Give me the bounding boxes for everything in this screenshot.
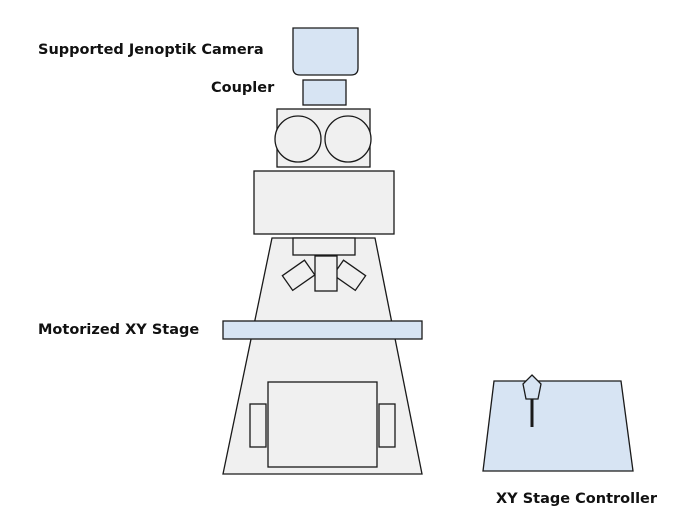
right-focus-knob bbox=[378, 403, 396, 448]
objective-center bbox=[314, 255, 338, 292]
xy-stage-controller bbox=[482, 380, 634, 472]
joystick-knob bbox=[522, 374, 542, 400]
objective-left bbox=[281, 259, 316, 292]
stage-label: Motorized XY Stage bbox=[38, 322, 199, 338]
right-eyepiece bbox=[324, 115, 372, 163]
objective-right bbox=[332, 259, 367, 292]
microscope-body bbox=[253, 170, 395, 235]
motorized-xy-stage bbox=[222, 320, 423, 340]
base-front-panel bbox=[267, 381, 378, 468]
coupler-label: Coupler bbox=[211, 80, 275, 96]
left-eyepiece bbox=[274, 115, 322, 163]
left-focus-knob bbox=[249, 403, 267, 448]
nosepiece bbox=[292, 237, 356, 256]
camera-label: Supported Jenoptik Camera bbox=[38, 42, 264, 58]
jenoptik-camera bbox=[292, 27, 359, 76]
coupler bbox=[302, 79, 347, 106]
controller-label: XY Stage Controller bbox=[496, 491, 658, 507]
